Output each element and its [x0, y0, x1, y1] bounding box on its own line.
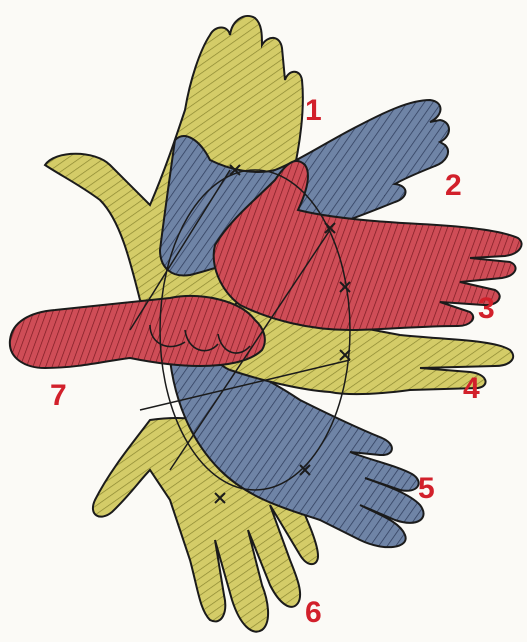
label-hand-1: 1 — [305, 94, 322, 127]
hand-7-red-left — [10, 296, 265, 368]
label-hand-3: 3 — [478, 292, 495, 325]
label-hand-2: 2 — [445, 169, 462, 202]
label-hand-7: 7 — [50, 379, 67, 412]
label-hand-5: 5 — [418, 472, 435, 505]
label-hand-6: 6 — [305, 596, 322, 629]
label-hand-4: 4 — [463, 372, 480, 405]
